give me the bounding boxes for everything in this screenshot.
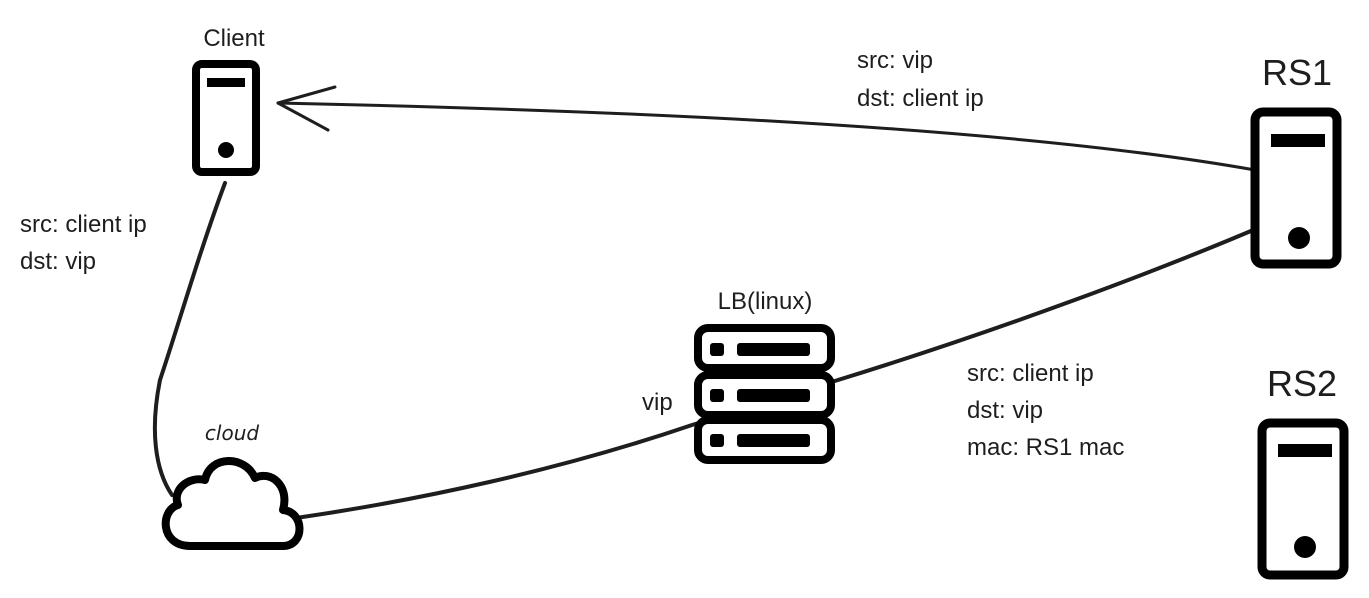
link-rs1-client-response — [276, 101, 1257, 172]
lb-label: LB(linux) — [718, 288, 813, 315]
rs2-label: RS2 — [1267, 363, 1337, 404]
forward-mac-label: mac: RS1 mac — [967, 434, 1124, 461]
cloud-icon — [161, 457, 304, 550]
cloud-label: cloud — [205, 421, 259, 445]
rs2-server-icon — [1257, 418, 1349, 580]
forward-src-label: src: client ip — [967, 360, 1094, 387]
link-client-cloud — [152, 181, 227, 497]
lb-vip-label: vip — [642, 389, 673, 416]
forward-dst-label: dst: vip — [967, 397, 1043, 424]
request-dst-label: dst: vip — [20, 248, 96, 275]
rs1-label: RS1 — [1262, 52, 1332, 93]
response-dst-label: dst: client ip — [857, 85, 984, 112]
response-src-label: src: vip — [857, 47, 933, 74]
request-src-label: src: client ip — [20, 211, 147, 238]
arrowhead-icon — [276, 85, 337, 132]
rs1-server-icon — [1250, 107, 1342, 269]
client-server-icon — [192, 60, 260, 176]
client-label: Client — [203, 25, 265, 52]
lb-rack-icon — [694, 324, 835, 464]
